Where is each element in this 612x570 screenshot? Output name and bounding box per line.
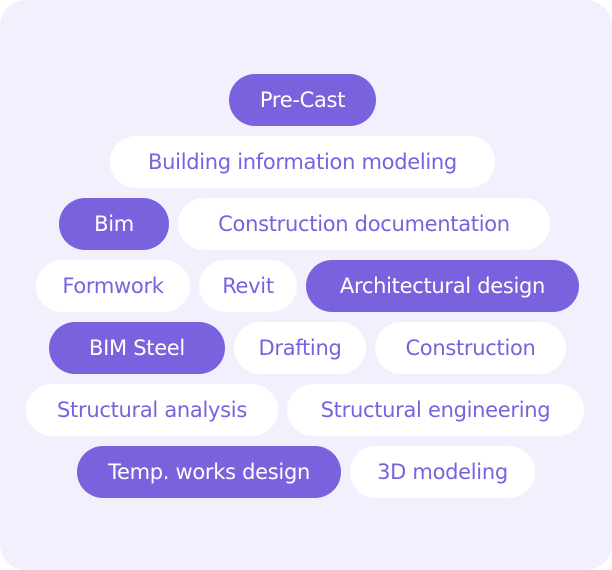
tag-revit[interactable]: Revit bbox=[199, 260, 297, 312]
tag-bim[interactable]: Bim bbox=[59, 198, 169, 250]
tag-formwork[interactable]: Formwork bbox=[36, 260, 190, 312]
tag-temp-works-design[interactable]: Temp. works design bbox=[77, 446, 341, 498]
tag-structural-analysis[interactable]: Structural analysis bbox=[26, 384, 278, 436]
tag-construction-documentation[interactable]: Construction documentation bbox=[178, 198, 550, 250]
tag-structural-engineering[interactable]: Structural engineering bbox=[287, 384, 584, 436]
tag-architectural-design[interactable]: Architectural design bbox=[306, 260, 579, 312]
tag-drafting[interactable]: Drafting bbox=[234, 322, 366, 374]
tag-pre-cast[interactable]: Pre-Cast bbox=[229, 74, 376, 126]
tag-building-information-modeling[interactable]: Building information modeling bbox=[110, 136, 495, 188]
tag-3d-modeling[interactable]: 3D modeling bbox=[350, 446, 535, 498]
tag-bim-steel[interactable]: BIM Steel bbox=[49, 322, 225, 374]
tag-construction[interactable]: Construction bbox=[375, 322, 566, 374]
